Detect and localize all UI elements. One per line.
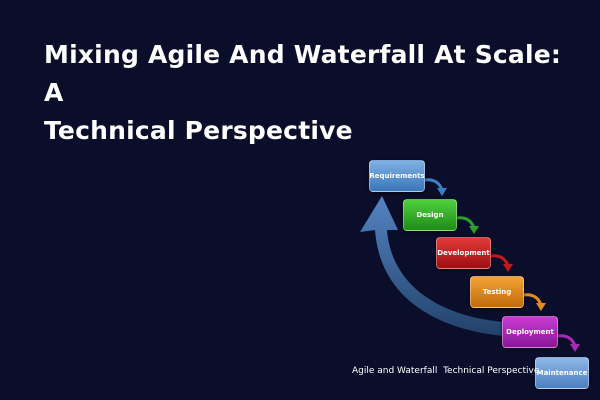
- caption: Agile and Waterfall Technical Perspectiv…: [352, 366, 540, 376]
- feedback-arrow: [360, 196, 505, 336]
- stage-testing: Testing: [470, 276, 524, 308]
- stage-maintenance: Maintenance: [535, 357, 589, 389]
- stage-requirements: Requirements: [369, 160, 425, 192]
- step-arrow-5: [556, 334, 580, 352]
- title-line-1: Mixing Agile And Waterfall At Scale: A: [44, 40, 562, 107]
- stage-design: Design: [403, 199, 457, 231]
- stage-development: Development: [436, 237, 491, 269]
- step-arrow-3: [489, 254, 513, 272]
- step-arrow-1: [423, 178, 447, 196]
- step-arrow-2: [455, 216, 479, 234]
- title-line-2: Technical Perspective: [44, 116, 353, 145]
- stage-deployment: Deployment: [502, 316, 558, 348]
- page-title: Mixing Agile And Waterfall At Scale: A T…: [44, 36, 584, 150]
- step-arrow-4: [522, 293, 546, 311]
